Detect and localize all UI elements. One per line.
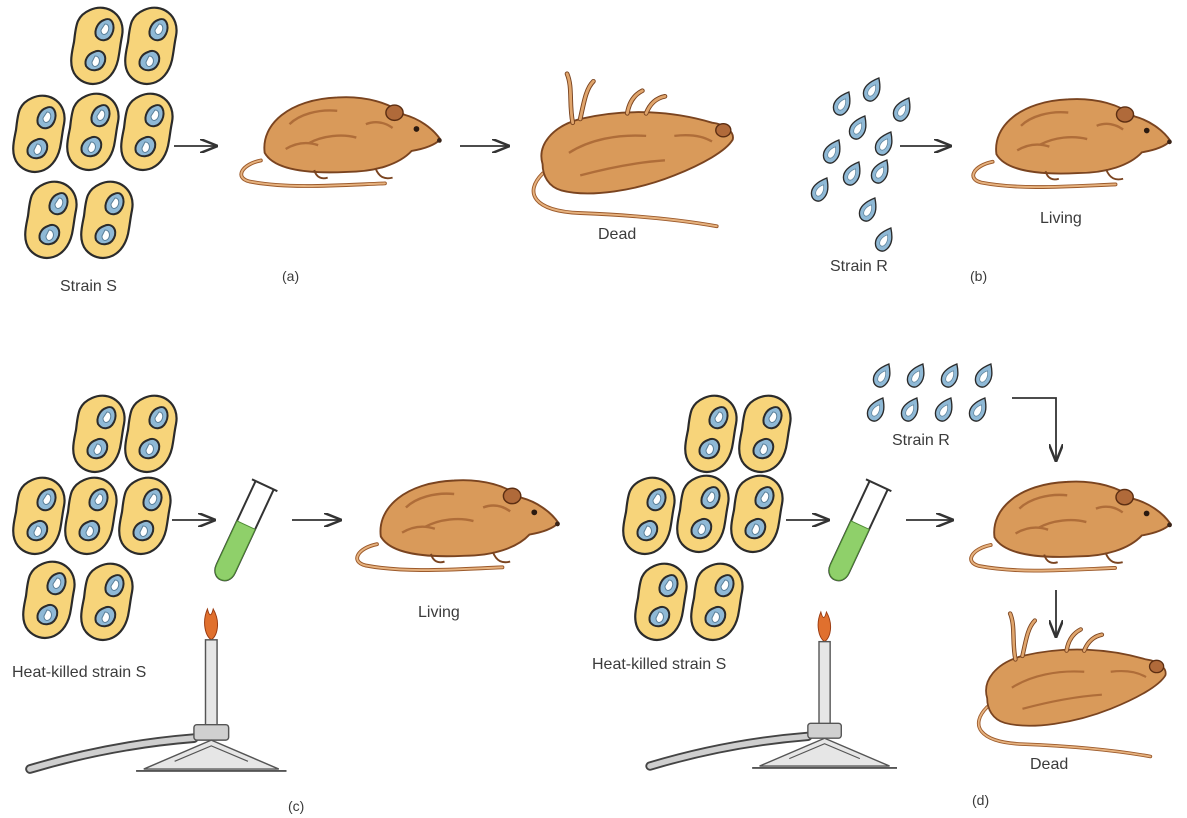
capsule-bacterium-icon <box>23 562 74 638</box>
capsule-bacterium-icon <box>635 564 686 640</box>
capsule-bacterium-icon <box>125 8 176 84</box>
panel-d <box>623 364 1172 768</box>
capsule-bacterium-icon <box>13 96 64 172</box>
rough-bacterium-icon <box>871 160 887 183</box>
panel-b-label: (b) <box>970 268 987 284</box>
test-tube-icon <box>208 479 277 585</box>
rat-icon <box>357 480 560 570</box>
panel-d-label: (d) <box>972 792 989 808</box>
panel-a-label: (a) <box>282 268 299 284</box>
rough-bacterium-icon <box>875 132 891 155</box>
capsule-bacterium-icon <box>691 564 742 640</box>
dead-label-d: Dead <box>1030 756 1068 774</box>
capsule-bacterium-icon <box>677 476 728 552</box>
rough-bacterium-icon <box>893 98 909 121</box>
capsule-bacterium-icon <box>25 182 76 258</box>
rough-bacterium-icon <box>875 228 891 251</box>
capsule-bacterium-icon <box>81 564 132 640</box>
rough-bacterium-icon <box>975 364 991 387</box>
bunsen-burner-icon <box>650 612 897 768</box>
capsule-bacterium-icon <box>731 476 782 552</box>
capsule-bacterium-icon <box>739 396 790 472</box>
capsule-bacterium-icon <box>685 396 736 472</box>
rough-bacterium-icon <box>867 398 883 421</box>
capsule-bacterium-icon <box>81 182 132 258</box>
strain-r-label: Strain R <box>830 258 888 276</box>
rat-icon <box>241 97 441 186</box>
panel-a <box>13 8 733 258</box>
panel-b <box>811 78 1171 251</box>
panel-c <box>13 396 560 771</box>
rough-bacterium-icon <box>849 116 865 139</box>
rough-bacterium-icon <box>901 398 917 421</box>
heat-killed-strain-s-label-d: Heat-killed strain S <box>592 656 726 674</box>
rough-bacterium-icon <box>873 364 889 387</box>
capsule-bacterium-icon <box>67 94 118 170</box>
capsule-bacterium-icon <box>119 478 170 554</box>
rough-bacterium-icon <box>833 92 849 115</box>
rough-bacterium-icon <box>907 364 923 387</box>
living-label-c: Living <box>418 604 460 622</box>
test-tube-icon <box>822 479 891 585</box>
capsule-bacterium-icon <box>73 396 124 472</box>
capsule-bacterium-icon <box>71 8 122 84</box>
arrow-icon <box>1012 398 1056 460</box>
dead-rat-icon <box>979 614 1166 757</box>
bunsen-burner-icon <box>30 609 287 771</box>
rat-icon <box>971 482 1172 571</box>
capsule-bacterium-icon <box>125 396 176 472</box>
rough-bacterium-icon <box>811 178 827 201</box>
strain-s-label: Strain S <box>60 278 117 296</box>
dead-rat-icon <box>533 74 732 226</box>
rough-bacterium-icon <box>941 364 957 387</box>
living-label-b: Living <box>1040 210 1082 228</box>
rat-icon <box>973 99 1172 187</box>
capsule-bacterium-icon <box>13 478 64 554</box>
capsule-bacterium-icon <box>121 94 172 170</box>
rough-bacterium-icon <box>863 78 879 101</box>
strain-r-label-d: Strain R <box>892 432 950 450</box>
rough-bacterium-icon <box>859 198 875 221</box>
rough-bacterium-icon <box>935 398 951 421</box>
rough-bacterium-icon <box>823 140 839 163</box>
rough-bacterium-icon <box>843 162 859 185</box>
dead-label-a: Dead <box>598 226 636 244</box>
rough-bacterium-icon <box>969 398 985 421</box>
panel-c-label: (c) <box>288 798 304 814</box>
capsule-bacterium-icon <box>65 478 116 554</box>
capsule-bacterium-icon <box>623 478 674 554</box>
heat-killed-strain-s-label-c: Heat-killed strain S <box>12 664 146 682</box>
